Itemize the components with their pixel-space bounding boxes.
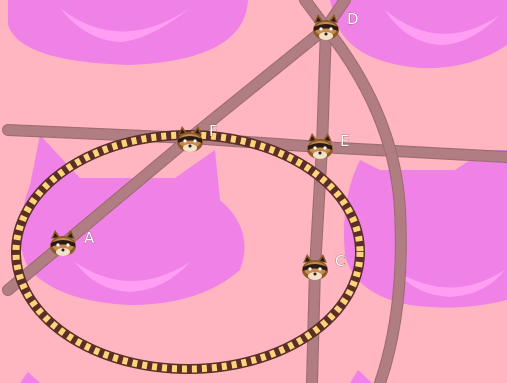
track-curve-right [320,22,407,383]
station-label-f: F [209,122,218,140]
cat-shape-left [20,135,245,305]
cat-shape-top-left [8,0,248,65]
cat-shape-bottom-right [350,370,372,383]
background-decor [8,0,507,383]
cat-shape-top-right [330,0,507,69]
station-label-c: C [335,252,345,270]
station-label-e: E [340,132,349,150]
cat-shape-bottom-left [20,372,40,383]
station-label-d: D [347,10,359,28]
cat-shape-right [344,150,507,308]
station-label-a: A [84,229,95,247]
